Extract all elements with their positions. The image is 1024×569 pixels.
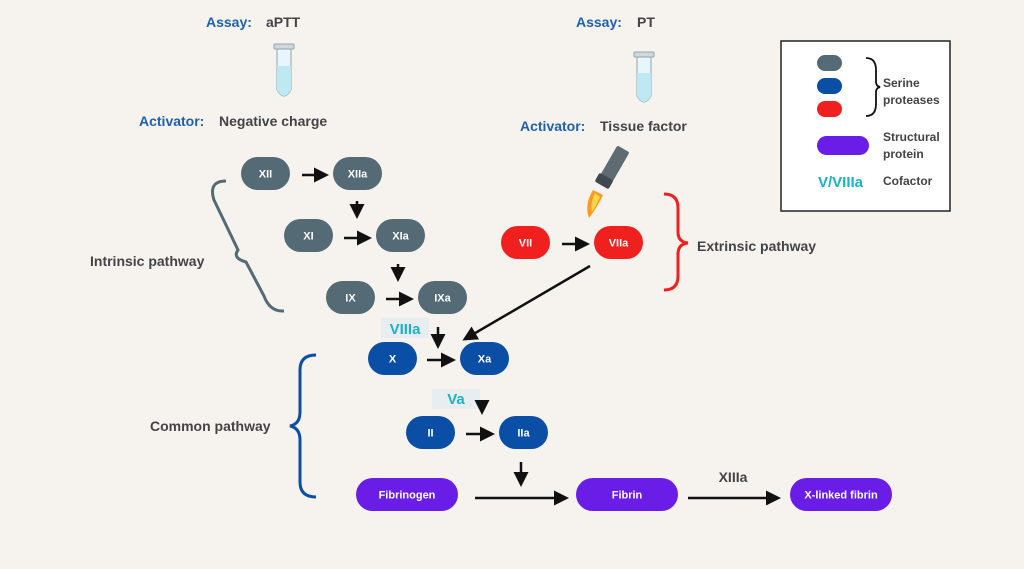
factor-viia: VIIa xyxy=(594,226,643,259)
svg-text:Va: Va xyxy=(447,391,465,408)
legend-swatch-red xyxy=(817,101,842,117)
aptt-activator-value: Negative charge xyxy=(219,113,327,129)
svg-text:IXa: IXa xyxy=(434,293,451,305)
extrinsic-brace xyxy=(663,192,689,292)
factor-vii: VII xyxy=(501,226,550,259)
test-tube-icon xyxy=(273,43,295,97)
legend-protein-label: protein xyxy=(883,147,924,161)
pt-assay-value: PT xyxy=(637,14,655,30)
svg-text:VIIIa: VIIIa xyxy=(390,321,422,338)
aptt-assay-value: aPTT xyxy=(266,14,301,30)
pt-assay-label: Assay: xyxy=(576,14,622,30)
svg-text:XIa: XIa xyxy=(392,231,409,243)
svg-text:IX: IX xyxy=(345,293,356,305)
svg-text:Xa: Xa xyxy=(478,354,492,366)
legend-swatch-grey xyxy=(817,55,842,71)
arrow-viia-x xyxy=(462,264,591,341)
factor-x: X xyxy=(368,342,417,375)
svg-text:X: X xyxy=(389,354,397,366)
pt-activator-label: Activator: xyxy=(520,118,585,134)
factor-ixa: IXa xyxy=(418,281,467,314)
intrinsic-pathway-label: Intrinsic pathway xyxy=(90,253,205,269)
legend-brace xyxy=(865,57,881,117)
svg-text:XII: XII xyxy=(259,169,272,181)
cofactor-va: Va xyxy=(432,389,480,409)
common-brace xyxy=(289,353,317,499)
pt-assay: Assay: PT Activator: Tissue factor xyxy=(520,14,687,134)
svg-text:VII: VII xyxy=(519,238,532,250)
pathway-arrows xyxy=(302,167,781,506)
pt-activator-value: Tissue factor xyxy=(600,118,687,134)
fibrinogen-node: Fibrinogen xyxy=(356,478,458,511)
cofactor-viiia: VIIIa xyxy=(381,318,429,338)
factor-xia: XIa xyxy=(376,219,425,252)
factor-iia: IIa xyxy=(499,416,548,449)
svg-text:VIIa: VIIa xyxy=(609,238,629,250)
aptt-assay-label: Assay: xyxy=(206,14,252,30)
factor-xiia: XIIa xyxy=(333,157,382,190)
legend-proteases-label: proteases xyxy=(883,93,940,107)
common-pathway-label: Common pathway xyxy=(150,418,271,434)
legend-serine-label: Serine xyxy=(883,76,920,90)
svg-text:XIIa: XIIa xyxy=(348,169,368,181)
factor-ii: II xyxy=(406,416,455,449)
rocket-icon xyxy=(587,146,629,218)
factor-xa: Xa xyxy=(460,342,509,375)
svg-text:II: II xyxy=(427,428,433,440)
enzyme-xiiia-label: XIIIa xyxy=(719,469,748,485)
aptt-activator-label: Activator: xyxy=(139,113,204,129)
fibrin-node: Fibrin xyxy=(576,478,678,511)
aptt-assay: Assay: aPTT Activator: Negative charge xyxy=(139,14,327,129)
extrinsic-pathway-label: Extrinsic pathway xyxy=(697,238,816,254)
svg-text:XI: XI xyxy=(303,231,313,243)
factor-ix: IX xyxy=(326,281,375,314)
svg-text:Fibrinogen: Fibrinogen xyxy=(379,490,436,502)
svg-text:IIa: IIa xyxy=(517,428,530,440)
test-tube-icon xyxy=(633,51,655,103)
legend-structural-label: Structural xyxy=(883,130,940,144)
factor-xi: XI xyxy=(284,219,333,252)
intrinsic-brace xyxy=(211,179,285,313)
xlinked-fibrin-node: X-linked fibrin xyxy=(790,478,892,511)
legend: Serine proteases Structural protein V/VI… xyxy=(780,40,951,212)
svg-text:X-linked fibrin: X-linked fibrin xyxy=(804,490,878,502)
legend-swatch-blue xyxy=(817,78,842,94)
legend-swatch-purple xyxy=(817,136,869,155)
factor-xii: XII xyxy=(241,157,290,190)
legend-cofactor-label: Cofactor xyxy=(883,174,933,188)
legend-cofactor-symbol: V/VIIIa xyxy=(818,174,864,191)
svg-text:Fibrin: Fibrin xyxy=(612,490,643,502)
